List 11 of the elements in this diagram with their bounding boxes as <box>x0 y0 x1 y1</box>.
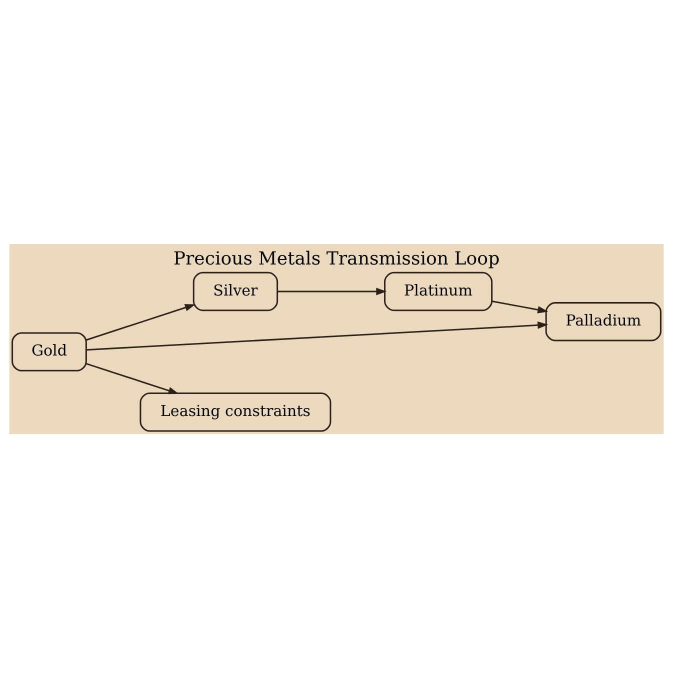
node-box: Gold <box>12 332 87 371</box>
node-box: Silver <box>192 271 278 311</box>
arrow <box>86 304 196 340</box>
arrow <box>86 362 179 394</box>
arrow <box>277 287 387 295</box>
node-box: Palladium <box>545 302 662 341</box>
node-box: Platinum <box>384 271 493 311</box>
arrow <box>86 321 548 350</box>
arrow <box>492 300 548 313</box>
diagram-title: Precious Metals Transmission Loop <box>173 248 500 270</box>
node-box: Leasing constraints <box>140 392 332 432</box>
